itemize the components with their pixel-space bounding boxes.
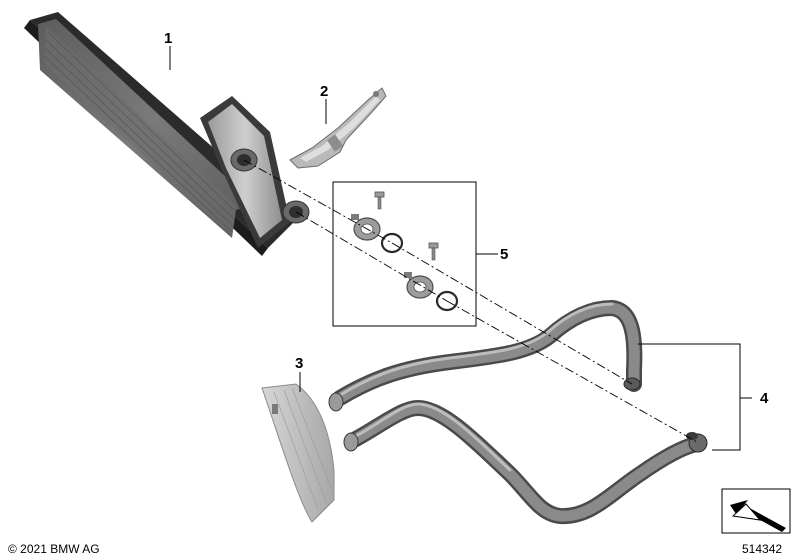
leader-lines [169,46,752,451]
seal-kit-frame [332,181,477,327]
screw-upper[interactable] [374,191,385,210]
clip-upper[interactable] [351,214,381,241]
diagram-number: 514342 [742,542,782,556]
arrow-corner-icon[interactable] [721,488,791,534]
copyright: © 2021 BMW AG [8,542,100,556]
heater-core[interactable] [24,12,310,256]
o-ring-lower[interactable] [435,290,459,312]
screw-lower[interactable] [428,242,439,261]
coolant-hose-upper[interactable] [328,299,643,412]
assembly-lines [243,159,698,443]
callout-cover: 3 [295,355,303,372]
callout-hoses: 4 [760,390,769,407]
o-ring-upper[interactable] [380,232,404,254]
callout-seal-kit: 5 [500,246,508,263]
bracket[interactable] [289,87,387,169]
coolant-hose-lower[interactable] [343,399,708,525]
cover-panel[interactable] [261,383,335,523]
callout-bracket: 2 [320,83,328,100]
callout-heater-core: 1 [164,30,172,47]
clip-lower[interactable] [404,272,434,299]
